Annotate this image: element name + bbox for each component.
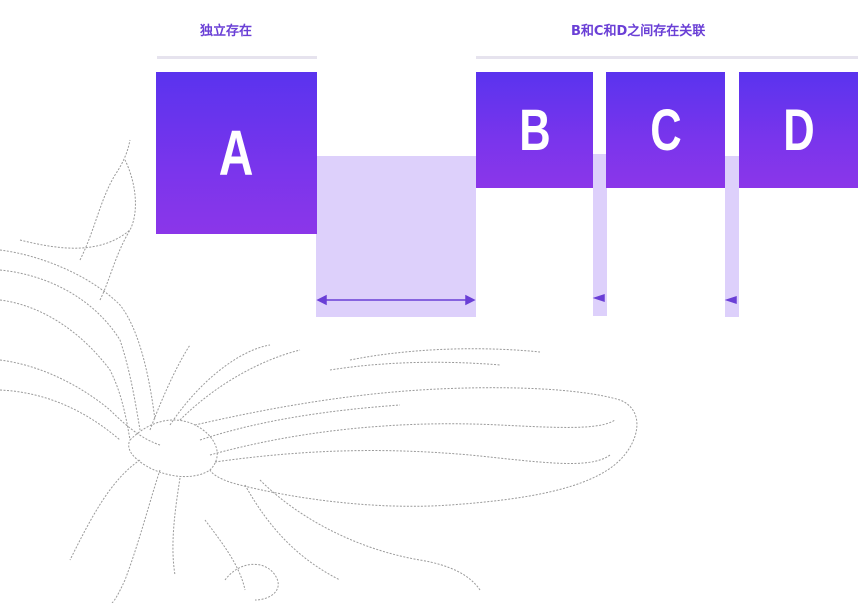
left-header-rule <box>157 56 317 59</box>
block-d-letter: D <box>782 97 815 163</box>
block-a-letter: A <box>219 117 254 189</box>
relation-label: B和C和D之间存在关联 <box>571 24 706 39</box>
block-b-letter: B <box>518 97 551 163</box>
gap-shade-b-c <box>593 154 607 316</box>
block-c-letter: C <box>649 97 682 163</box>
arrow-a-b-head-right <box>465 294 476 306</box>
right-header-rule <box>476 56 858 59</box>
block-a: A <box>156 72 317 234</box>
independent-label: 独立存在 <box>200 24 253 39</box>
gap-shade-c-d <box>725 156 739 317</box>
arrow-c-d <box>724 295 737 305</box>
arrow-a-b-head-left <box>316 294 327 306</box>
block-d: D <box>739 72 858 188</box>
block-c: C <box>606 72 725 188</box>
block-b: B <box>476 72 593 188</box>
arrow-b-c <box>592 293 605 303</box>
gap-shade-a-b <box>316 156 476 317</box>
